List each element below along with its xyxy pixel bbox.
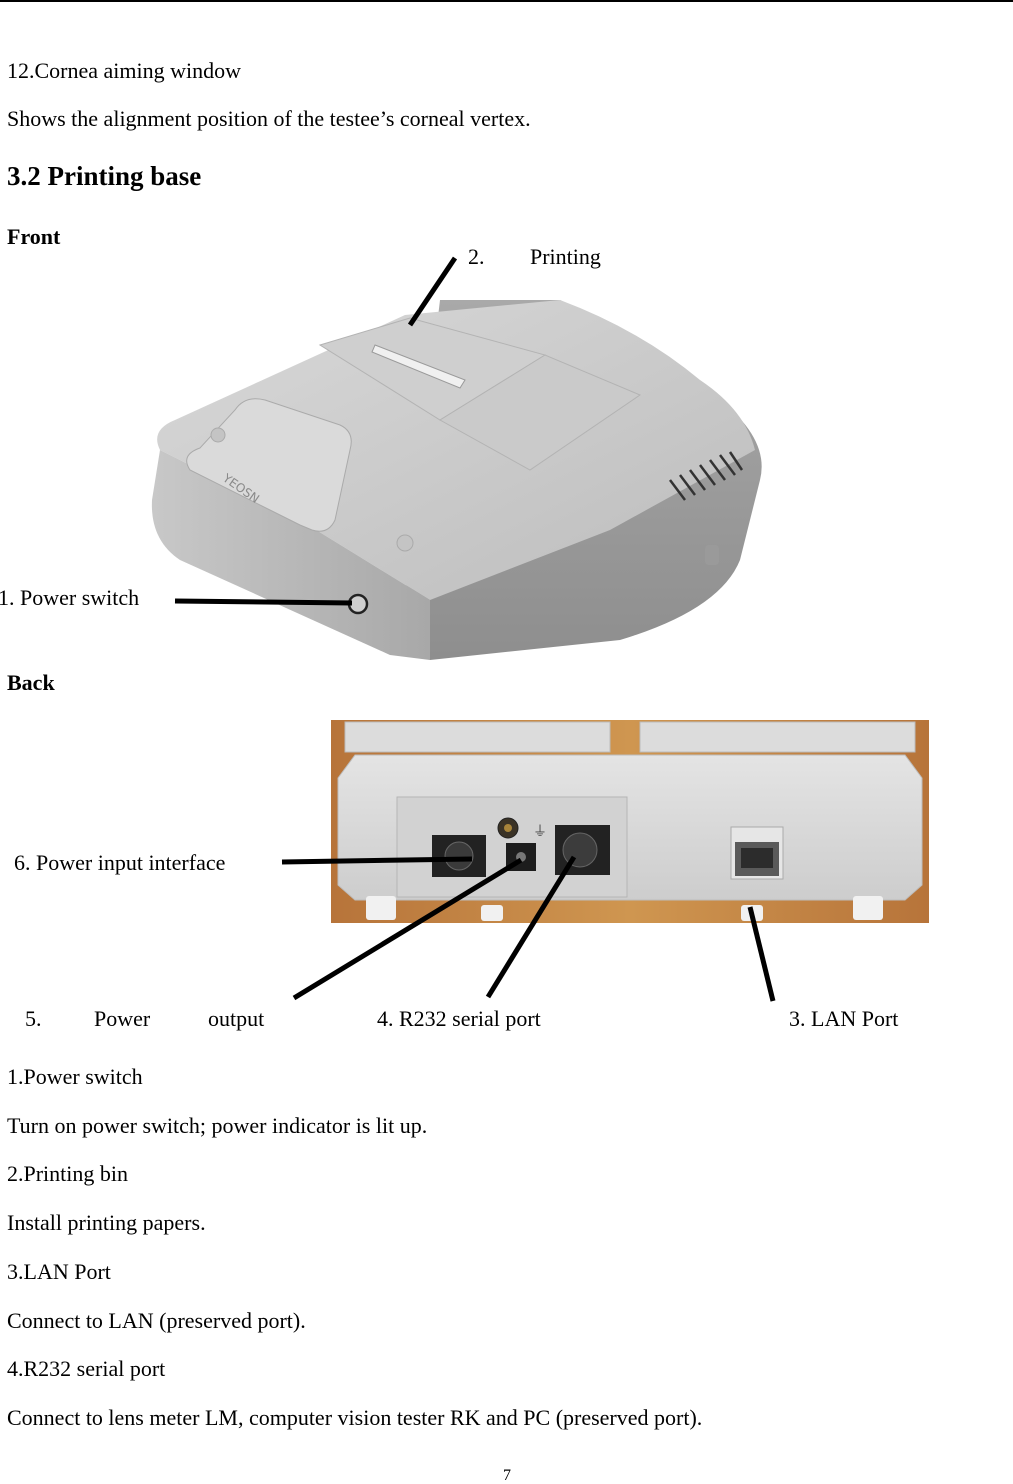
- desc-title-printing-bin: 2.Printing bin: [7, 1161, 129, 1186]
- callout-lan-port: 3. LAN Port: [789, 1006, 899, 1031]
- desc-text-serial-port: Connect to lens meter LM, computer visio…: [7, 1405, 703, 1430]
- section-heading: 3.2 Printing base: [7, 161, 202, 191]
- callout-printing-label: Printing: [530, 244, 601, 269]
- desc-text-power-switch: Turn on power switch; power indicator is…: [7, 1113, 428, 1138]
- desc-title-lan-port: 3.LAN Port: [7, 1259, 111, 1284]
- callout-power-switch: 1. Power switch: [0, 585, 140, 610]
- desc-title-power-switch: 1.Power switch: [7, 1064, 143, 1089]
- item-desc-cornea-aiming-window: Shows the alignment position of the test…: [7, 106, 531, 131]
- callout-line-power-output: [292, 857, 523, 1001]
- callout-line-power-switch: [174, 598, 353, 606]
- callout-line-printing-bin: [407, 256, 458, 327]
- page-number: 7: [503, 1467, 511, 1484]
- front-heading: Front: [7, 224, 61, 249]
- callout-power-output-word2: output: [208, 1006, 265, 1031]
- ground-symbol-icon: ⏚: [533, 824, 547, 840]
- desc-text-lan-port: Connect to LAN (preserved port).: [7, 1308, 306, 1333]
- front-device-photo: YEOSN: [151, 256, 762, 660]
- callout-line-power-input: [281, 856, 473, 865]
- back-device-photo: ⏚: [281, 720, 929, 1002]
- back-heading: Back: [7, 670, 55, 695]
- callout-line-serial-port: [485, 855, 577, 999]
- callout-power-input-interface: 6. Power input interface: [14, 850, 226, 875]
- item-title-cornea-aiming-window: 12.Cornea aiming window: [7, 58, 242, 83]
- callout-power-output-number: 5.: [25, 1006, 42, 1031]
- callout-printing-number: 2.: [468, 244, 485, 269]
- callout-line-lan-port: [747, 906, 776, 1002]
- desc-title-serial-port: 4.R232 serial port: [7, 1356, 166, 1381]
- callout-power-output-word1: Power: [94, 1006, 151, 1031]
- callout-serial-port: 4. R232 serial port: [377, 1006, 541, 1031]
- desc-text-printing-bin: Install printing papers.: [7, 1210, 206, 1235]
- header-rule: [0, 0, 1013, 2]
